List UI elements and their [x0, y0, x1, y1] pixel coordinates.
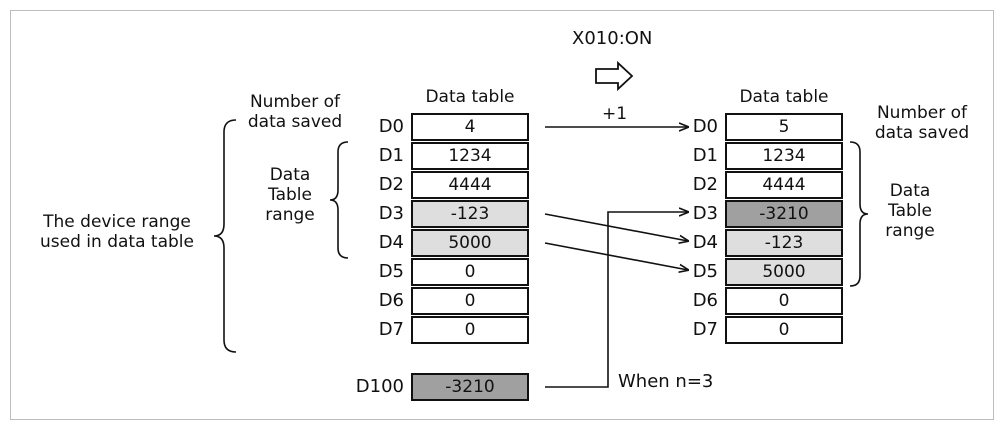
table-range-brace-left — [329, 141, 349, 259]
left-cell-d4: 5000 — [411, 229, 529, 257]
right-cell-d1: 1234 — [725, 142, 843, 170]
device-range-brace — [213, 119, 237, 353]
device-range-label: The device range used in data table — [40, 212, 194, 252]
left-reg-d2: D2 — [378, 174, 404, 195]
left-reg-d0: D0 — [378, 116, 404, 137]
diagram-frame — [10, 10, 994, 420]
table-range-label-left: Data Table range — [265, 165, 315, 225]
left-cell-d3: -123 — [411, 200, 529, 228]
right-reg-d3: D3 — [692, 203, 718, 224]
left-cell-d1: 1234 — [411, 142, 529, 170]
source-cell: -3210 — [411, 373, 529, 401]
right-cell-d3: -3210 — [725, 200, 843, 228]
left-reg-d5: D5 — [378, 261, 404, 282]
right-reg-d2: D2 — [692, 174, 718, 195]
number-saved-label-right: Number of data saved — [874, 103, 970, 143]
condition-label: When n=3 — [618, 371, 714, 392]
shift-arrow-d3-d4 — [544, 213, 688, 241]
shift-arrow-d4-d5 — [544, 242, 688, 270]
right-table-header: Data table — [739, 87, 829, 107]
right-cell-d2: 4444 — [725, 171, 843, 199]
right-reg-d6: D6 — [692, 290, 718, 311]
left-cell-d7: 0 — [411, 316, 529, 344]
insert-arrow-d100-d3 — [545, 212, 688, 388]
left-cell-d6: 0 — [411, 287, 529, 315]
left-reg-d6: D6 — [378, 290, 404, 311]
number-saved-label-left: Number of data saved — [247, 92, 343, 132]
increment-label: +1 — [602, 104, 628, 124]
right-reg-d0: D0 — [692, 116, 718, 137]
left-cell-d2: 4444 — [411, 171, 529, 199]
right-cell-d5: 5000 — [725, 258, 843, 286]
trigger-arrow-icon — [595, 60, 634, 92]
left-cell-d5: 0 — [411, 258, 529, 286]
left-reg-d1: D1 — [378, 145, 404, 166]
right-reg-d4: D4 — [692, 232, 718, 253]
table-range-brace-right — [849, 141, 869, 287]
left-reg-d7: D7 — [378, 319, 404, 340]
trigger-label: X010:ON — [572, 28, 653, 49]
left-table-header: Data table — [425, 87, 515, 107]
right-reg-d5: D5 — [692, 261, 718, 282]
right-cell-d0: 5 — [725, 113, 843, 141]
left-reg-d3: D3 — [378, 203, 404, 224]
right-reg-d1: D1 — [692, 145, 718, 166]
table-range-label-right: Data Table range — [885, 181, 935, 241]
right-cell-d4: -123 — [725, 229, 843, 257]
right-reg-d7: D7 — [692, 319, 718, 340]
right-cell-d7: 0 — [725, 316, 843, 344]
left-cell-d0: 4 — [411, 113, 529, 141]
left-reg-d4: D4 — [378, 232, 404, 253]
source-reg: D100 — [355, 376, 404, 397]
right-cell-d6: 0 — [725, 287, 843, 315]
